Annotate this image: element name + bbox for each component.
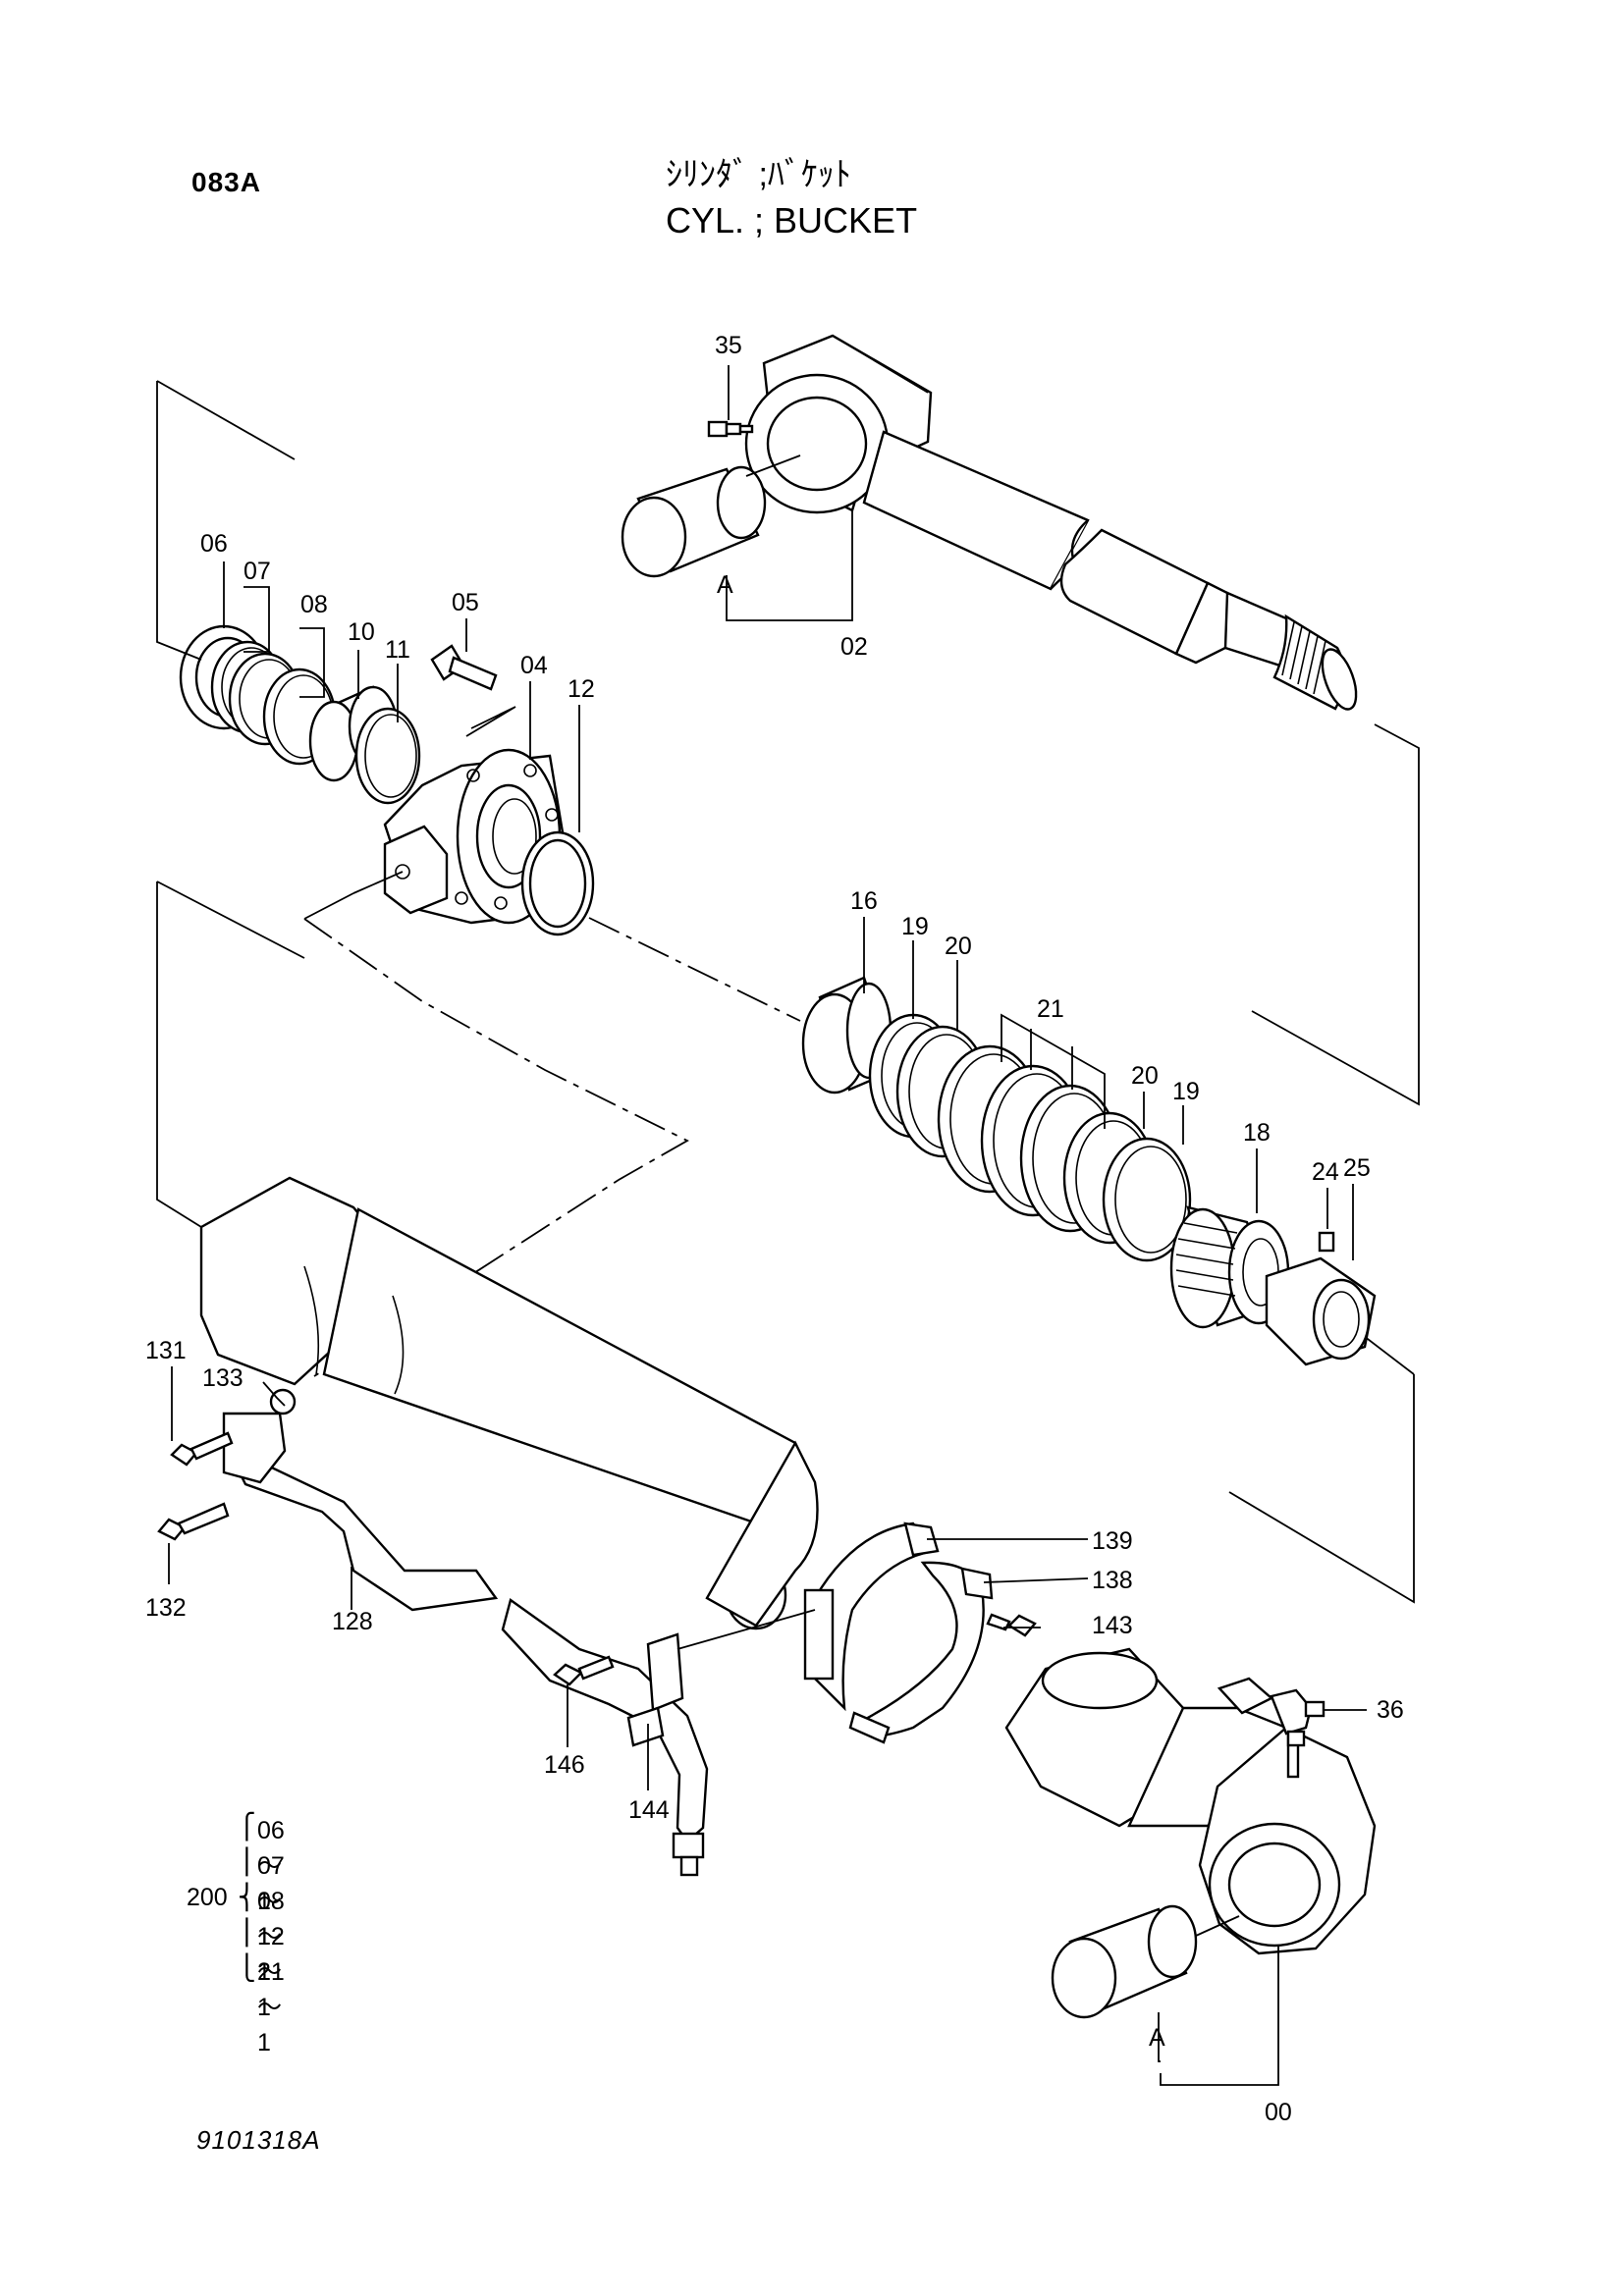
piston-assembly-16-25: [801, 976, 1377, 1366]
callout-139: 139: [1092, 1527, 1133, 1555]
callout-25: 25: [1343, 1154, 1371, 1182]
callout-132: 132: [145, 1594, 187, 1622]
callout-02: 02: [840, 633, 868, 661]
head-seals-06-11: [179, 624, 421, 805]
callout-144: 144: [628, 1796, 670, 1824]
kit-item: 12 ～ 1: [257, 1923, 285, 2021]
callout-20-a: 20: [945, 933, 972, 960]
drawing-number: 9101318A: [196, 2125, 321, 2155]
leaders-rod: [726, 365, 853, 621]
kit-number: 200: [187, 1884, 228, 1911]
leaders-head: [223, 561, 580, 920]
frame-lines: [156, 380, 1420, 1604]
callout-128: 128: [332, 1608, 373, 1635]
bushing-top: [621, 465, 767, 578]
elbow-fitting-36: [1270, 1688, 1325, 1747]
title-english: CYL. ; BUCKET: [666, 200, 918, 240]
callout-16: 16: [850, 887, 878, 915]
callout-11: 11: [385, 636, 410, 664]
callout-12: 12: [568, 675, 595, 703]
callout-131: 131: [145, 1337, 187, 1364]
callout-18: 18: [1243, 1119, 1271, 1147]
hose-pipe-128-144: [222, 1388, 709, 1877]
cylinder-tube: [199, 1176, 819, 1630]
callout-143: 143: [1092, 1612, 1133, 1639]
callout-10: 10: [348, 618, 375, 646]
page-code: 083A: [191, 167, 261, 197]
callout-138: 138: [1092, 1567, 1133, 1594]
kit-item: 21 ～ 1: [257, 1958, 285, 2056]
callout-133: 133: [202, 1364, 243, 1392]
bolts-131-132-143-146: [157, 1431, 1037, 1686]
band-clamps-138-139: [803, 1522, 994, 1744]
leaders-piston: [863, 917, 1354, 1260]
kit-item: 07 ～ 1: [257, 1852, 285, 1950]
bushing-bottom: [1051, 1904, 1198, 2019]
kit-items: 06 ～ 1 07 ～ 1 08 ～ 1 12 ～ 1 21 ～ 1: [257, 1813, 285, 2056]
callout-146: 146: [544, 1751, 585, 1779]
piston-rod-02: [744, 334, 1358, 711]
callout-19-b: 19: [1172, 1078, 1200, 1105]
callout-07: 07: [243, 558, 271, 585]
grease-fitting-35: [707, 420, 754, 438]
kit-brace: ⎧⎪⎨⎪⎩: [238, 1813, 256, 1982]
leaders-pipe: [168, 1366, 1089, 1790]
o-ring-12-inner: [528, 838, 587, 929]
callout-05: 05: [452, 589, 479, 616]
callout-35: 35: [715, 332, 742, 359]
callout-21: 21: [1037, 995, 1064, 1023]
callout-36: 36: [1377, 1696, 1404, 1724]
callout-04: 04: [520, 652, 548, 679]
callout-19-a: 19: [901, 913, 929, 940]
leaders-bottom: [1158, 1709, 1367, 2086]
callout-A-top: A: [717, 571, 733, 599]
bolt-05: [430, 644, 498, 691]
kit-item: 08 ～ 1: [257, 1888, 285, 1986]
title-japanese: ｼﾘﾝﾀﾞ ;ﾊﾞｹｯﾄ: [666, 156, 851, 193]
callout-08: 08: [300, 591, 328, 618]
cylinder-bottom-00: [1004, 1647, 1377, 1955]
callout-20-b: 20: [1131, 1062, 1159, 1090]
kit-item: 06 ～ 1: [257, 1817, 285, 1915]
callout-24: 24: [1312, 1158, 1339, 1186]
callout-labels: 35 02 A 06 07 08 10 11 05 04 12 16 19 20…: [145, 332, 1404, 2126]
callout-00: 00: [1265, 2099, 1292, 2126]
callout-A-bottom: A: [1149, 2024, 1165, 2052]
callout-06: 06: [200, 530, 228, 558]
